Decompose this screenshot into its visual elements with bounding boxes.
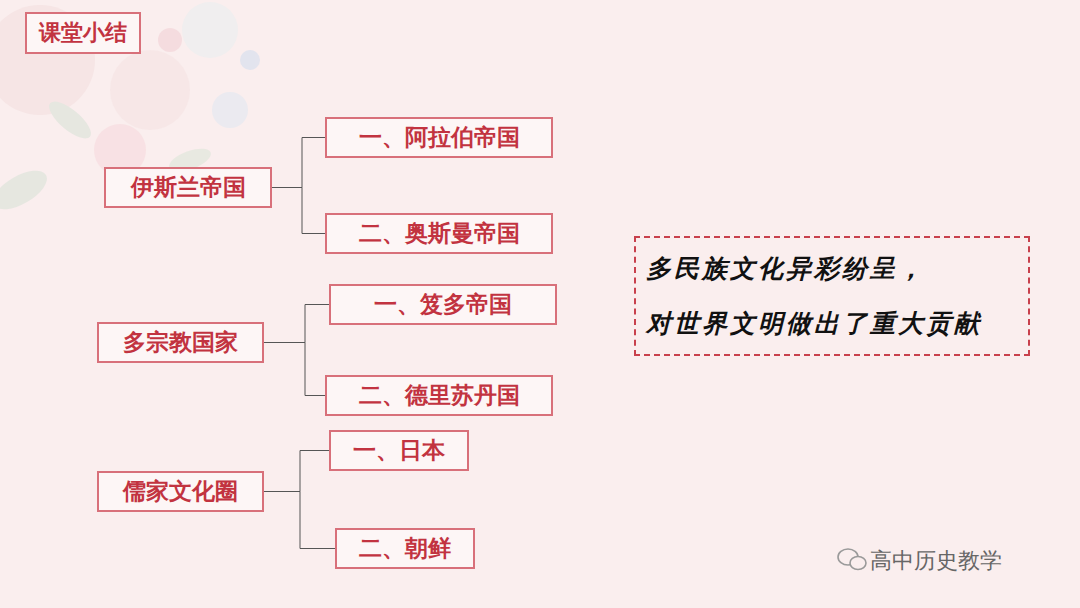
node-text: 儒家文化圈 xyxy=(123,478,238,506)
bracket-connector xyxy=(264,305,329,343)
node-text: 对世界文明做出了重大贡献 xyxy=(646,296,982,351)
item-box: 二、奥斯曼帝国 xyxy=(325,213,553,254)
bracket-connector xyxy=(264,492,335,549)
node-text: 二、奥斯曼帝国 xyxy=(359,220,520,248)
category-box: 儒家文化圈 xyxy=(97,471,264,512)
item-box: 一、日本 xyxy=(329,430,469,471)
bracket-connector xyxy=(272,188,325,234)
bracket-connector xyxy=(264,451,329,492)
node-text: 多民族文化异彩纷呈， xyxy=(646,241,926,296)
watermark: 高中历史教学 xyxy=(870,546,1002,576)
category-box: 伊斯兰帝国 xyxy=(104,167,272,208)
item-box: 一、阿拉伯帝国 xyxy=(325,117,553,158)
item-box: 二、朝鲜 xyxy=(335,528,475,569)
bracket-connector xyxy=(264,343,325,396)
item-box: 二、德里苏丹国 xyxy=(325,375,553,416)
node-text: 伊斯兰帝国 xyxy=(131,174,246,202)
summary-title: 课堂小结 xyxy=(25,12,141,54)
category-box: 多宗教国家 xyxy=(97,322,264,363)
item-box: 一、笈多帝国 xyxy=(329,284,557,325)
node-text: 二、德里苏丹国 xyxy=(359,382,520,410)
node-text: 二、朝鲜 xyxy=(359,535,451,563)
bracket-connector xyxy=(272,138,325,188)
node-text: 一、笈多帝国 xyxy=(374,291,512,319)
summary-note: 多民族文化异彩纷呈，对世界文明做出了重大贡献 xyxy=(634,236,1030,356)
node-text: 多宗教国家 xyxy=(123,329,238,357)
node-text: 一、日本 xyxy=(353,437,445,465)
node-text: 一、阿拉伯帝国 xyxy=(359,124,520,152)
